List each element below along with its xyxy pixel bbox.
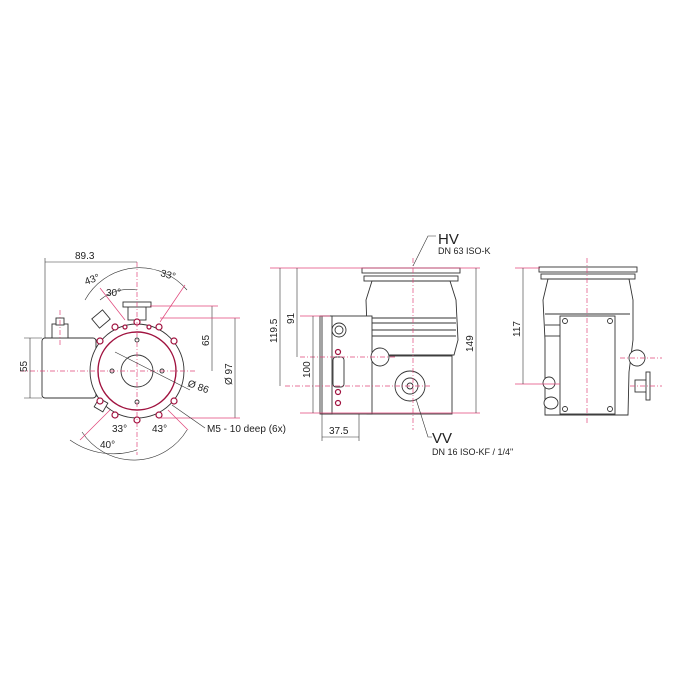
dim-37-5: 37.5 <box>329 426 349 437</box>
vent-port <box>91 309 111 329</box>
dim-91: 91 <box>286 312 297 324</box>
electronics-box <box>41 337 97 399</box>
angle-bottom-outer: 40° <box>100 440 115 451</box>
rear-flange <box>538 266 638 273</box>
hv-flange <box>361 267 461 274</box>
angle-top-inner: 30° <box>106 288 121 299</box>
vv-label: VV <box>432 430 452 447</box>
dim-119-5: 119.5 <box>269 318 280 343</box>
thread-note: M5 - 10 deep (6x) <box>207 424 286 435</box>
dim-149: 149 <box>465 335 476 352</box>
angle-top-right: 33° <box>159 268 176 283</box>
angle-bottom-right: 43° <box>152 424 167 435</box>
dim-flange-offset: 65 <box>201 334 212 346</box>
dim-outer-diameter: Ø 97 <box>224 363 235 385</box>
electronics-plate <box>559 315 616 415</box>
hv-spec: DN 63 ISO-K <box>438 246 491 256</box>
rear-view: 117 <box>512 258 662 425</box>
dim-width-label: 89.3 <box>75 251 95 262</box>
dim-100: 100 <box>302 361 313 378</box>
hv-flange-ring <box>363 275 459 282</box>
dim-bolt-circle: Ø 86 <box>186 378 211 396</box>
dim-box-height: 55 <box>19 360 30 372</box>
angle-top-left: 43° <box>83 272 101 288</box>
front-view: 89.3 43° 30° 33° 55 65 Ø 97 Ø 86 33° 43°… <box>19 251 286 461</box>
hv-label: HV <box>438 231 459 248</box>
side-view: 119.5 91 100 149 37.5 HV DN 63 ISO-K VV … <box>269 231 513 457</box>
vv-spec: DN 16 ISO-KF / 1/4" <box>432 447 513 457</box>
dim-117: 117 <box>512 321 523 337</box>
angle-bottom-left: 33° <box>112 424 127 435</box>
dsub-connector <box>332 356 345 388</box>
power-connector <box>331 322 347 338</box>
rear-connector <box>542 376 556 390</box>
